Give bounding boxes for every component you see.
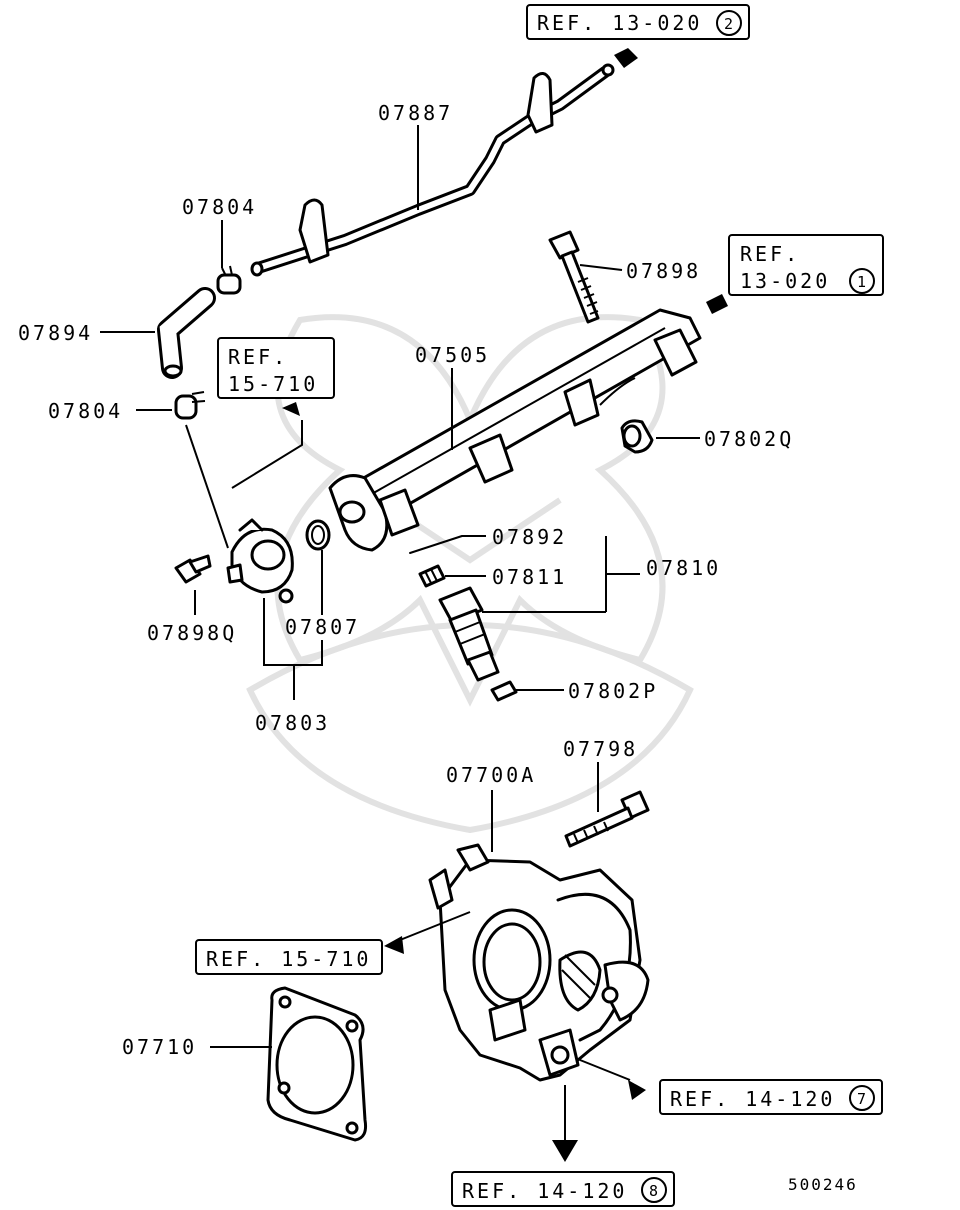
label-07803[interactable]: 07803 [255, 711, 330, 735]
label-07892[interactable]: 07892 [492, 525, 567, 549]
ref-label: REF. 13-020 [537, 11, 702, 35]
ref-arrows [282, 48, 728, 1162]
ref-circle-number: 1 [857, 273, 866, 291]
diagram-code: 500246 [788, 1175, 858, 1194]
label-07700a[interactable]: 07700A [446, 763, 536, 787]
label-07898[interactable]: 07898 [626, 259, 701, 283]
injector-07810 [438, 586, 500, 682]
ref-label: REF. 14-120 [462, 1179, 627, 1203]
ref-label-line2: 13-020 [740, 269, 830, 293]
insulator-07802q [620, 419, 654, 454]
ref-box-13-020-2[interactable]: REF. 13-020 2 [526, 4, 750, 40]
fuel-pipe-07887 [250, 63, 615, 277]
ref-label: REF. 15-710 [206, 947, 371, 971]
label-07798[interactable]: 07798 [563, 737, 638, 761]
ref-label: REF. 14-120 [670, 1087, 835, 1111]
o-ring-07892 [409, 535, 463, 554]
label-07802p[interactable]: 07802P [568, 679, 658, 703]
ref-circle-number: 2 [724, 15, 733, 33]
bolt-07898q [174, 554, 212, 584]
ref-label-line1: REF. [228, 345, 288, 369]
filter-07811 [418, 564, 446, 588]
o-ring-07807 [305, 519, 331, 551]
arrow-r1 [614, 48, 638, 68]
label-07810[interactable]: 07810 [646, 556, 721, 580]
ref-circle-number: 8 [649, 1182, 658, 1200]
ref-box-13-020-1[interactable]: REF. 13-020 1 [728, 234, 884, 296]
label-07804-top[interactable]: 07804 [182, 195, 257, 219]
label-07898q[interactable]: 07898Q [147, 621, 237, 645]
fuel-rail-07505 [328, 308, 702, 552]
pressure-regulator-07803 [226, 518, 294, 604]
hose-clamp-07804-lower [174, 391, 206, 420]
ref-label-line2: 15-710 [228, 372, 318, 396]
ref-label-line1: REF. [740, 242, 800, 266]
throttle-body-07700a [428, 843, 650, 1082]
ref-box-14-120-8[interactable]: REF. 14-120 8 [451, 1171, 675, 1207]
part-labels: 07887 07804 07894 07804 07898 07505 0780… [18, 101, 858, 1194]
label-07887[interactable]: 07887 [378, 101, 453, 125]
label-07505[interactable]: 07505 [415, 343, 490, 367]
hose-clamp-07804-top [216, 265, 242, 295]
insulator-07802p [490, 680, 518, 702]
gasket-07710 [266, 986, 367, 1142]
label-07802q[interactable]: 07802Q [704, 427, 794, 451]
ref-circle-number: 7 [857, 1090, 866, 1108]
bolt-07898 [548, 230, 600, 324]
leader-lines [100, 125, 700, 1140]
label-07811[interactable]: 07811 [492, 565, 567, 589]
label-07894[interactable]: 07894 [18, 321, 93, 345]
label-07710[interactable]: 07710 [122, 1035, 197, 1059]
ref-box-14-120-7[interactable]: REF. 14-120 7 [659, 1079, 883, 1115]
bolt-07798 [564, 790, 650, 848]
label-07804-lower[interactable]: 07804 [48, 399, 123, 423]
hose-07894 [157, 287, 216, 379]
ref-box-15-710-upper[interactable]: REF. 15-710 [217, 337, 335, 399]
label-07807[interactable]: 07807 [285, 615, 360, 639]
ref-box-15-710-lower[interactable]: REF. 15-710 [195, 939, 383, 975]
